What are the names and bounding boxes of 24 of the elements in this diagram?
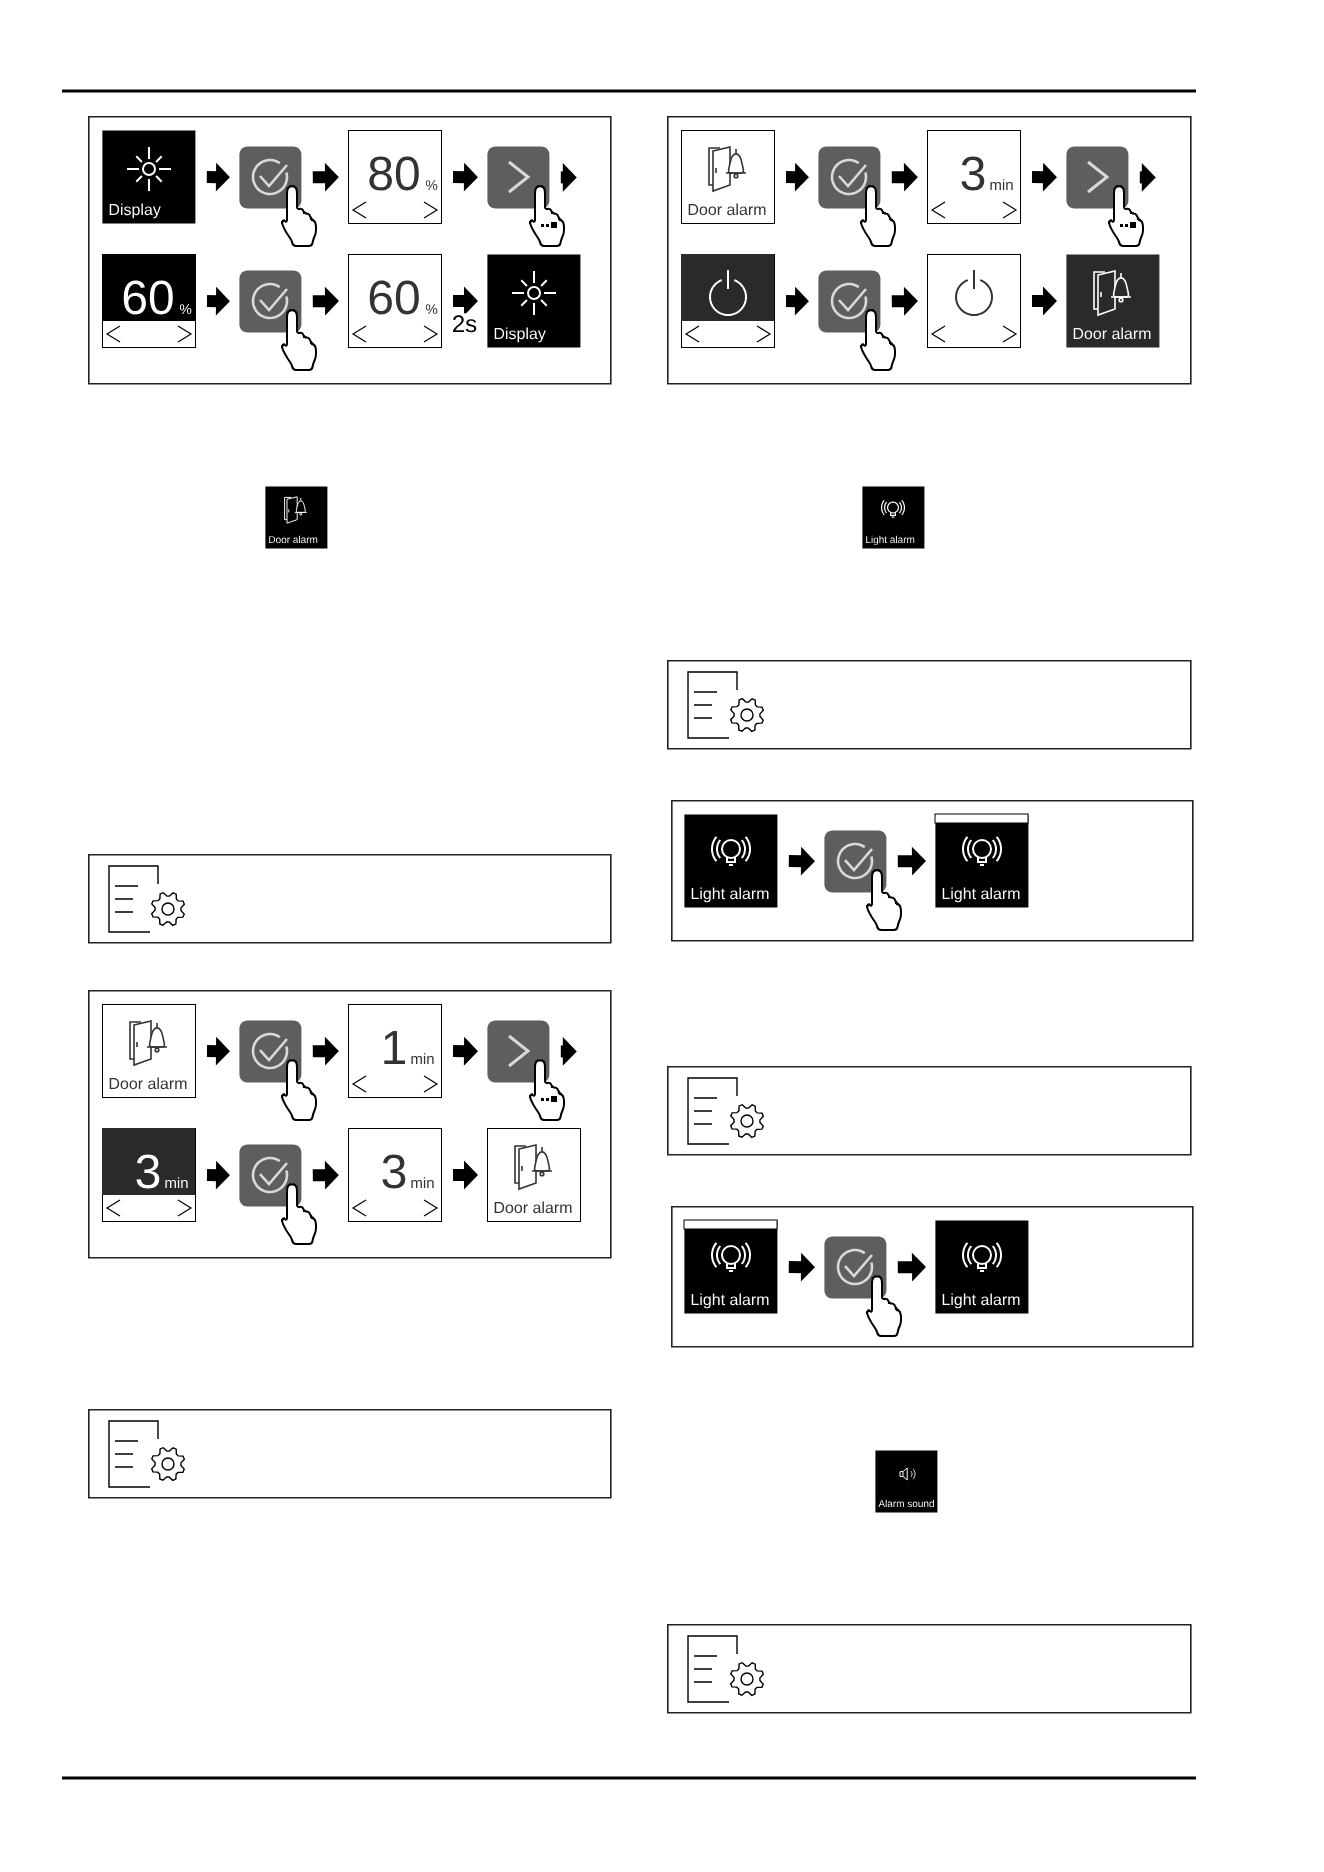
display-screen: Door alarm bbox=[681, 130, 775, 224]
menu-tile: Light alarm bbox=[862, 486, 925, 549]
menu-tile: Alarm sound bbox=[875, 1450, 938, 1513]
menu-tile: Door alarm bbox=[265, 486, 328, 549]
display-screen bbox=[927, 254, 1021, 348]
display-screen: Light alarm bbox=[683, 1219, 778, 1314]
note-box bbox=[88, 1409, 612, 1499]
note-box bbox=[88, 854, 612, 944]
display-screen: Display bbox=[487, 254, 581, 348]
display-screen: Display bbox=[102, 130, 196, 224]
display-screen: Light alarm bbox=[934, 813, 1029, 908]
display-screen: 60% bbox=[348, 254, 442, 348]
note-box bbox=[667, 1066, 1192, 1156]
note-box bbox=[667, 1624, 1192, 1714]
note-box bbox=[667, 660, 1192, 750]
display-screen bbox=[681, 254, 775, 348]
display-screen: Light alarm bbox=[935, 1220, 1029, 1314]
display-screen: Light alarm bbox=[684, 814, 778, 908]
display-screen: 80% bbox=[348, 130, 442, 224]
display-screen: Door alarm bbox=[1066, 254, 1160, 348]
display-screen: Door alarm bbox=[487, 1128, 581, 1222]
display-screen: 60% bbox=[102, 254, 196, 348]
edge-label: 2s bbox=[449, 313, 480, 335]
display-screen: Door alarm bbox=[102, 1004, 196, 1098]
